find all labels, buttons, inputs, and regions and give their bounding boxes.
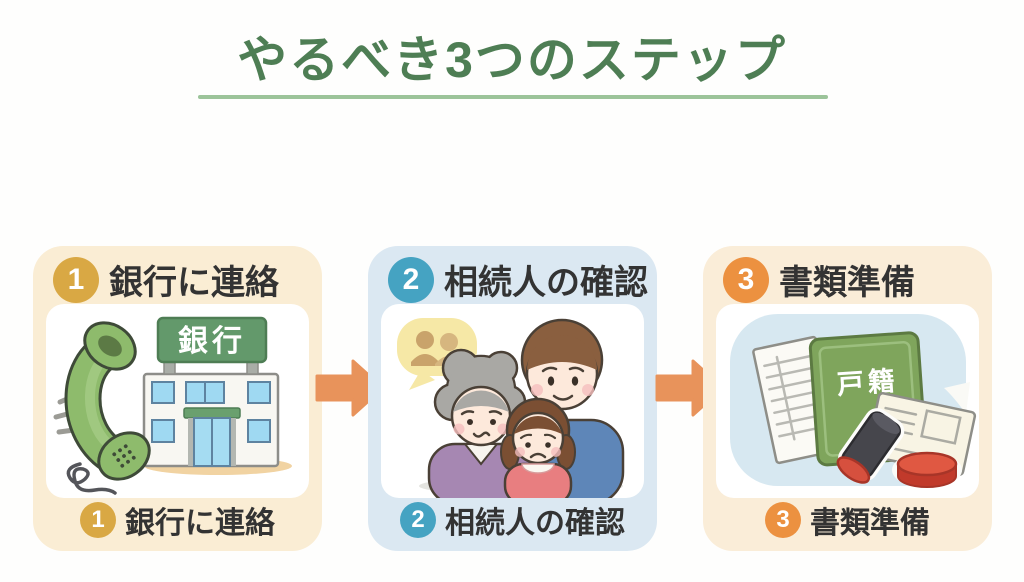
step-3-header: 3 書類準備 [723,255,915,304]
page-title: やるべき3つのステップ [237,32,787,88]
bank-building-icon: 銀行 [142,316,280,468]
step-label: 書類準備 [810,507,930,540]
step-number-badge: 2 [400,502,436,538]
step-label: 銀行に連絡 [109,264,279,302]
step-number-badge: 3 [723,256,769,303]
step-1-footer: 1 銀行に連絡 [33,498,322,542]
step-label: 銀行に連絡 [125,507,275,540]
step-3-illustration-box: 戸籍 [716,304,979,498]
phone-icon [64,321,151,495]
title-underline [198,95,828,99]
ink-pad-icon [896,451,958,488]
step-card-2: 2 相続人の確認 [368,246,657,551]
bank-phone-illustration: 銀行 [53,316,292,495]
step-label: 書類準備 [779,264,915,302]
step-number-badge: 3 [765,502,801,538]
family-illustration [397,318,625,498]
step-1-illustration-box: 銀行 [46,304,309,498]
girl-figure [500,397,576,498]
step-number-badge: 1 [53,256,99,303]
step-card-1: 1 銀行に連絡 銀行 [33,246,322,551]
step-2-illustration-box [381,304,644,498]
step-number-badge: 1 [80,502,116,538]
bank-sign-text: 銀行 [178,325,246,358]
paper-corner [944,382,970,414]
step-3-footer: 3 書類準備 [703,498,992,542]
step-card-3: 3 書類準備 [703,246,992,551]
documents-illustration: 戸籍 [730,314,977,488]
step-label: 相続人の確認 [445,507,625,540]
step-1-header: 1 銀行に連絡 [53,255,279,304]
step-2-header: 2 相続人の確認 [388,255,648,304]
hanko-stamp-icon [836,408,905,484]
step-number-badge: 2 [388,256,434,303]
step-label: 相続人の確認 [444,264,648,302]
step-2-footer: 2 相続人の確認 [368,498,657,542]
